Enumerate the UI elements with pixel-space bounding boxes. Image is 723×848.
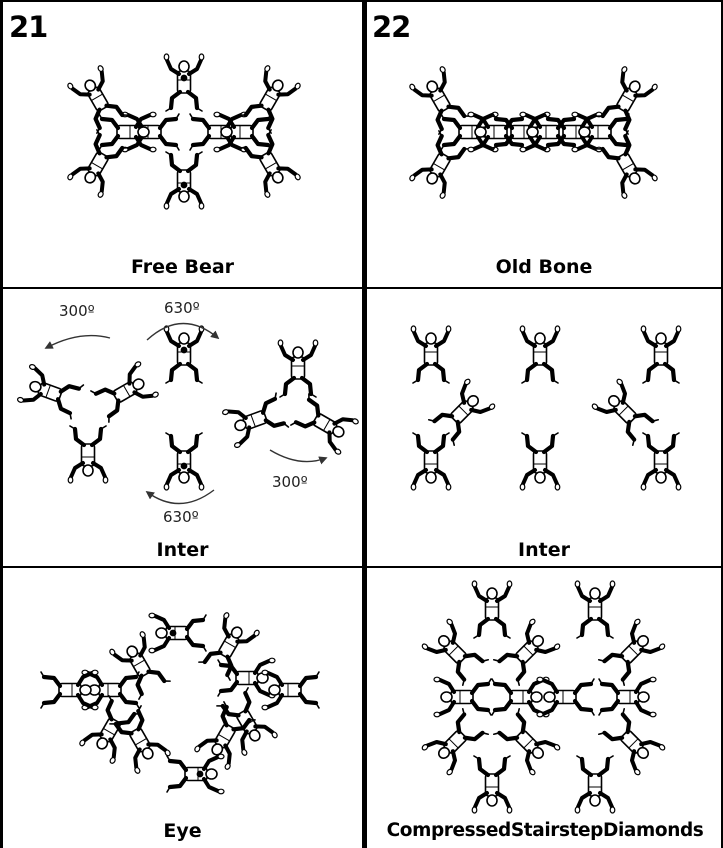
skydiver-figure-icon xyxy=(278,340,318,397)
skydiver-figure-icon xyxy=(67,129,130,198)
skydiver-figure-icon xyxy=(641,433,681,490)
skydiver-figure-icon xyxy=(41,670,98,710)
skydiver-figure-icon xyxy=(222,391,289,448)
skydiver-figure-icon xyxy=(572,112,629,152)
skydiver-figure-icon xyxy=(472,756,512,813)
skydiver-figure-icon xyxy=(164,433,204,490)
skydiver-figure-icon xyxy=(238,65,301,134)
skydiver-figure-icon xyxy=(641,326,681,383)
skydiver-figure-icon xyxy=(520,433,560,490)
skydiver-figure-icon xyxy=(17,364,84,421)
skydiver-figure-icon xyxy=(214,112,271,152)
skydiver-figure-icon xyxy=(595,66,658,135)
skydiver-figure-icon xyxy=(238,129,301,198)
skydiver-figure-icon xyxy=(537,677,594,717)
skydiver-figure-icon xyxy=(575,581,615,638)
skydiver-figure-icon xyxy=(90,361,159,424)
skydiver-figure-icon xyxy=(164,326,204,383)
skydiver-figure-icon xyxy=(197,612,260,681)
skydiver-figure-icon xyxy=(492,677,549,717)
skydiver-figure-icon xyxy=(411,326,451,383)
skydiver-figure-icon xyxy=(409,66,472,135)
skydiver-figure-icon xyxy=(520,326,560,383)
skydiver-figure-icon xyxy=(262,670,319,710)
skydiver-figure-icon xyxy=(599,677,656,717)
skydiver-figure-icon xyxy=(595,130,658,199)
skydiver-figure-icon xyxy=(167,754,224,794)
rotation-arrow-bottom-center xyxy=(147,490,214,504)
skydiver-figure-icon xyxy=(108,705,171,774)
skydiver-figure-icon xyxy=(575,756,615,813)
rotation-arrow-top-left xyxy=(46,336,110,348)
skydiver-figure-icon xyxy=(67,65,130,134)
skydiver-figure-icon xyxy=(409,130,472,199)
rotation-arrow-bottom-right xyxy=(270,450,326,462)
skydiver-figure-icon xyxy=(99,112,156,152)
skydiver-figure-icon xyxy=(411,433,451,490)
skydiver-figure-icon xyxy=(149,613,206,653)
skydiver-figure-icon xyxy=(164,152,204,209)
skydiver-figure-icon xyxy=(164,54,204,111)
skydiver-figure-icon xyxy=(472,581,512,638)
skydiver-figure-icon xyxy=(427,378,495,446)
skydiver-figure-icon xyxy=(68,426,108,483)
skydiver-figure-icon xyxy=(290,392,359,455)
